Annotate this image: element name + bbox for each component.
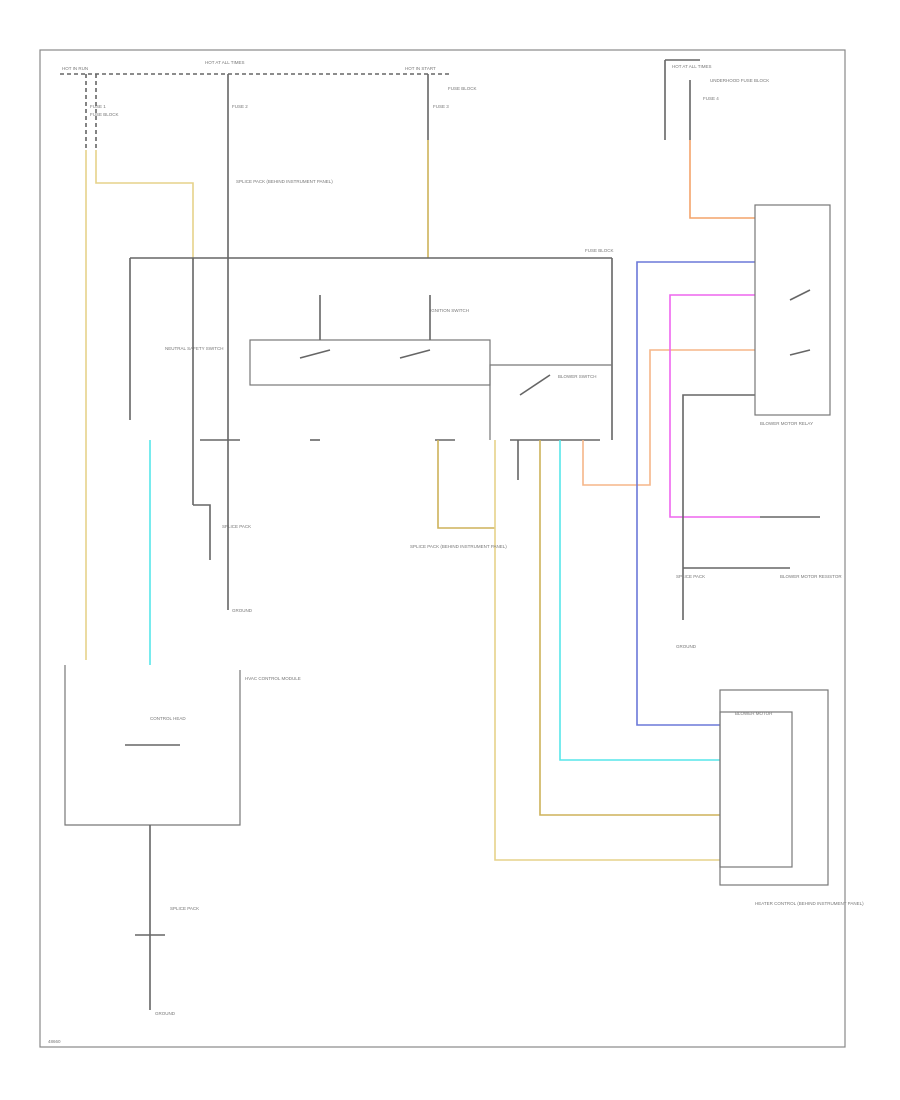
hot-all-times-right-label: HOT AT ALL TIMES xyxy=(672,64,712,69)
ground-right-label: GROUND xyxy=(676,644,697,649)
blower-switch xyxy=(489,364,612,440)
yellow-wire-motor xyxy=(539,440,720,816)
fuse-3-label: FUSE 3 xyxy=(433,104,449,109)
fuse-drops xyxy=(85,74,691,180)
resistor-block xyxy=(683,516,820,569)
yellow-wire-left xyxy=(95,150,194,260)
cyan-wire-mid xyxy=(559,440,720,761)
neutral-safety-label: NEUTRAL SAFETY SWITCH xyxy=(165,346,224,351)
fuse-1-label: FUSE 1 xyxy=(90,104,106,109)
fuse-2-label: FUSE 2 xyxy=(232,104,248,109)
blue-wire xyxy=(636,261,755,726)
left-black-wires xyxy=(192,180,229,610)
hvac-control-module xyxy=(64,665,241,826)
hot-run-label: HOT IN RUN xyxy=(62,66,88,71)
fuse-block-right-label: UNDERHOOD FUSE BLOCK xyxy=(710,78,769,83)
fuse-4-label: FUSE 4 xyxy=(703,96,719,101)
fuse-block-left-label: FUSE BLOCK xyxy=(90,112,119,117)
blower-motor-label: BLOWER MOTOR xyxy=(735,711,773,716)
bus-label: FUSE BLOCK xyxy=(585,248,614,253)
splice-left-label: SPLICE PACK xyxy=(222,524,251,529)
diagram-frame xyxy=(39,49,846,1048)
hot-at-all-times-label: HOT AT ALL TIMES xyxy=(205,60,245,65)
bottom-ground-drop xyxy=(135,825,165,1010)
black-wire-right xyxy=(682,394,755,620)
hot-start-label: HOT IN START xyxy=(405,66,436,71)
blower-relay xyxy=(754,204,831,416)
splice-top-label: SPLICE PACK (BEHIND INSTRUMENT PANEL) xyxy=(236,179,333,184)
tan-wire-long xyxy=(494,440,720,861)
mid-splice-label: SPLICE PACK (BEHIND INSTRUMENT PANEL) xyxy=(410,544,507,549)
main-bus xyxy=(129,257,613,440)
corner-code: 48660 xyxy=(48,1039,61,1044)
control-desc-label: HEATER CONTROL (BEHIND INSTRUMENT PANEL) xyxy=(755,901,864,906)
blower-motor xyxy=(719,689,829,886)
magenta-wire xyxy=(669,294,760,518)
control-head-label: CONTROL HEAD xyxy=(150,716,186,721)
hvac-module-label: HVAC CONTROL MODULE xyxy=(245,676,301,681)
blower-resistor-label: BLOWER MOTOR RESISTOR xyxy=(780,574,842,579)
tan-wire-mid xyxy=(437,440,495,529)
orange-wire-right xyxy=(689,140,755,219)
splice-right-label: SPLICE PACK xyxy=(676,574,705,579)
bottom-splice-label: SPLICE PACK xyxy=(170,906,199,911)
blower-switch-label: BLOWER SWITCH xyxy=(558,374,597,379)
ground-bottom-label: GROUND xyxy=(155,1011,176,1016)
ground-left-label: GROUND xyxy=(232,608,253,613)
light-orange-wire xyxy=(582,349,755,486)
ignition-switch xyxy=(249,295,491,386)
fuse-block-mid-label: FUSE BLOCK xyxy=(448,86,477,91)
top-power-bus xyxy=(60,59,700,140)
relay-right-label: BLOWER MOTOR RELAY xyxy=(760,421,813,426)
ignition-switch-label: IGNITION SWITCH xyxy=(430,308,469,313)
